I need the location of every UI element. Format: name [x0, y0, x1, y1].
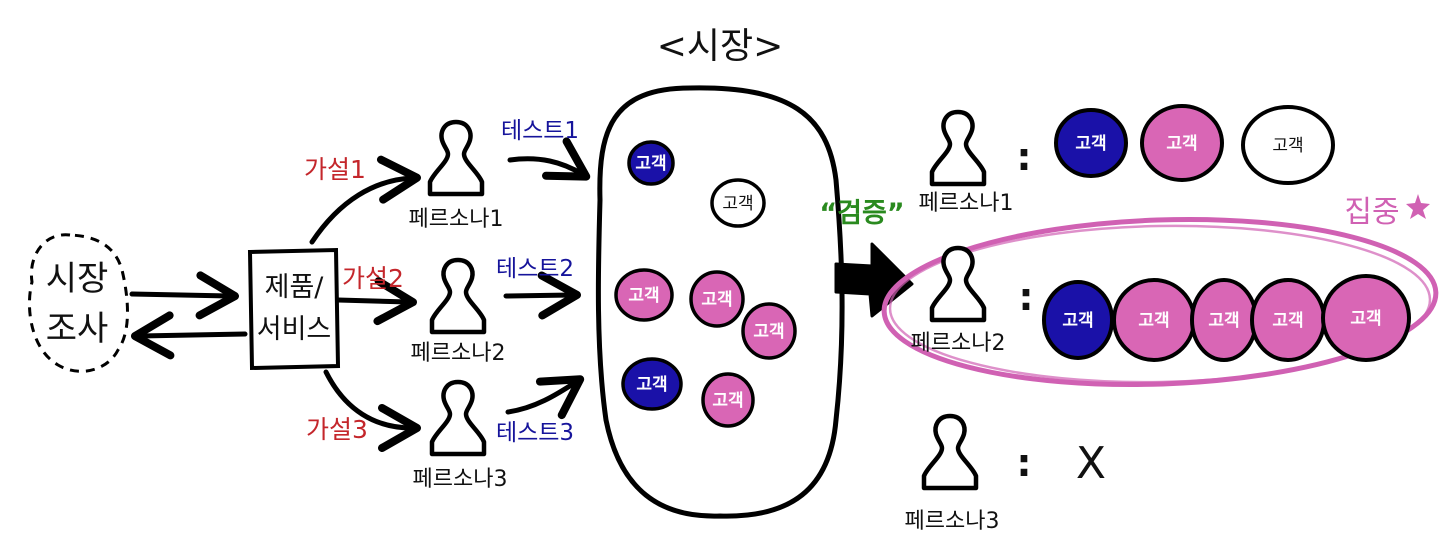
customer-label: 고객 [1208, 311, 1239, 331]
customer-label: 고객 [1138, 311, 1169, 331]
hypothesis2-arrow [335, 277, 417, 326]
persona1-label: 페르소나1 [409, 207, 504, 232]
market-research-node: 시장 조사 [28, 233, 129, 373]
customer-label: 고객 [1350, 309, 1381, 329]
validation-label: “검증” [819, 198, 904, 229]
test2-arrow [503, 271, 581, 320]
focus-highlight-ellipse [881, 216, 1439, 388]
persona2-customer: 고객 [1042, 280, 1114, 360]
market-customer: 고객 [701, 372, 755, 428]
customer-label: 고객 [1272, 311, 1303, 331]
customer-label: 고객 [712, 391, 743, 411]
result-persona1-label: 페르소나1 [919, 191, 1014, 216]
persona1-customer: 고객 [1241, 105, 1335, 185]
persona2-customer: 고객 [1250, 278, 1326, 362]
customer-label: 고객 [1075, 134, 1106, 154]
result-persona2-label: 페르소나2 [911, 331, 1006, 356]
product-service-label-line1: 제품/ [265, 272, 325, 303]
customer-label: 고객 [753, 322, 784, 342]
focus-star-icon [1406, 194, 1430, 219]
test3-label: 테스트3 [496, 420, 574, 446]
persona2-customer: 고객 [1321, 274, 1411, 362]
persona1-customer: 고객 [1140, 104, 1224, 182]
persona1-customer: 고객 [1054, 108, 1128, 178]
arrow-research-to-product [129, 271, 239, 320]
test2-label: 테스트2 [496, 256, 574, 282]
market-customer: 고객 [689, 270, 745, 328]
test1-arrow [507, 137, 591, 181]
persona3-figure-icon [432, 382, 484, 454]
market-customer: 고객 [710, 178, 766, 228]
result-persona3-figure-icon [924, 416, 976, 488]
product-service-box [247, 247, 341, 371]
persona2-customer: 고객 [1112, 278, 1196, 362]
result-persona3-label: 페르소나3 [905, 509, 1000, 534]
market-title: <시장> [657, 26, 784, 67]
hypothesis3-arrow [323, 369, 421, 452]
customer-label: 고객 [1166, 134, 1197, 154]
market-customer: 고객 [741, 302, 797, 360]
focus-highlight-ellipse-stroke2 [888, 224, 1432, 384]
persona2-label: 페르소나2 [411, 341, 506, 366]
market-research-dashed-outline [28, 233, 129, 373]
focus-label: 집중 [1344, 195, 1399, 230]
persona3-label: 페르소나3 [413, 467, 508, 492]
persona1-figure-icon [430, 122, 482, 194]
result-persona3-none-mark: X [1076, 438, 1106, 489]
market-customer: 고객 [627, 140, 675, 186]
market-research-label-line2: 조사 [46, 309, 109, 349]
result-persona2-separator: : [1018, 275, 1033, 319]
market-customer: 고객 [614, 268, 674, 322]
result-persona1-separator: : [1016, 135, 1031, 179]
customer-label: 고객 [1272, 136, 1303, 156]
hypothesis1-label: 가설1 [304, 155, 366, 184]
product-service-node: 제품/ 서비스 [247, 247, 341, 371]
test1-label: 테스트1 [501, 118, 579, 144]
customer-label: 고객 [628, 286, 659, 306]
persona2-customer: 고객 [1190, 278, 1258, 362]
market-research-label-line1: 시장 [46, 259, 109, 299]
hypothesis2-label: 가설2 [342, 264, 404, 293]
arrow-product-to-research [131, 311, 248, 360]
result-persona3-separator: : [1016, 441, 1031, 485]
market-customer: 고객 [621, 357, 683, 411]
hypothesis1-arrow [309, 155, 421, 245]
result-persona1-figure-icon [932, 112, 984, 184]
customer-label: 고객 [635, 154, 666, 174]
product-service-label-line2: 서비스 [257, 314, 332, 345]
hypothesis3-label: 가설3 [306, 415, 368, 444]
customer-label: 고객 [636, 375, 667, 395]
test3-arrow [505, 375, 585, 420]
customer-label: 고객 [722, 194, 753, 214]
customer-label: 고객 [1062, 311, 1093, 331]
persona2-figure-icon [432, 260, 484, 332]
customer-label: 고객 [701, 290, 732, 310]
